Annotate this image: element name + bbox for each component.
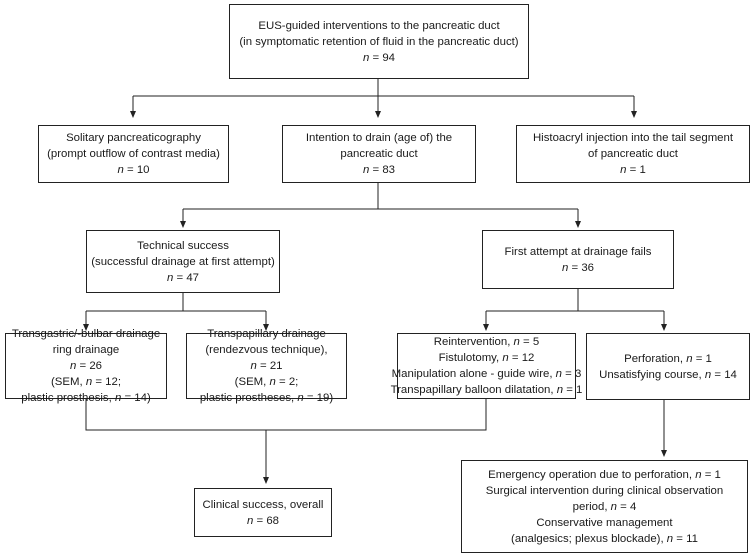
box-solitary: Solitary pancreaticography (prompt outfl… <box>38 125 229 183</box>
emergency-line-3: period, n = 4 <box>572 500 637 513</box>
reintervention-line-1: Reintervention, n = 5 <box>433 336 540 348</box>
box-reintervention: Reintervention, n = 5 Fistulotomy, n = 1… <box>391 333 582 399</box>
reintervention-line-4: Transpapillary balloon dilatation, n = 1 <box>390 384 583 396</box>
transpapillary-line-1: Transpapillary drainage <box>207 328 326 340</box>
emergency-line-1: Emergency operation due to perforation, … <box>488 468 721 481</box>
box-intention: Intention to drain (age of) the pancreat… <box>282 125 476 183</box>
intention-line-1: Intention to drain (age of) the <box>305 132 453 144</box>
solitary-line-2: (prompt outflow of contrast media) <box>47 148 220 160</box>
intention-count: n = 83 <box>363 164 395 176</box>
technical-line-1: Technical success <box>137 239 229 252</box>
clinical-count: n = 68 <box>247 514 279 527</box>
emergency-line-5: (analgesics; plexus blockade), n = 11 <box>511 532 698 545</box>
box-histoacryl: Histoacryl injection into the tail segme… <box>516 125 750 183</box>
root-count: n = 94 <box>363 51 395 64</box>
transgastric-plastic: plastic prosthesis, n = 14) <box>21 392 151 404</box>
solitary-line-1: Solitary pancreaticography <box>66 132 201 144</box>
transgastric-line-2: ring drainage <box>52 344 120 356</box>
connector-merge <box>85 399 487 431</box>
transgastric-count: n = 26 <box>70 360 102 372</box>
histoacryl-line-2: of pancreatic duct <box>588 148 678 160</box>
histoacryl-line-1: Histoacryl injection into the tail segme… <box>532 132 734 144</box>
box-root: EUS-guided interventions to the pancreat… <box>229 4 529 79</box>
technical-line-2: (successful drainage at first attempt) <box>91 255 275 268</box>
perforation-line-1: Perforation, n = 1 <box>624 352 712 365</box>
box-clinical-success: Clinical success, overall n = 68 <box>194 488 332 537</box>
box-emergency: Emergency operation due to perforation, … <box>461 460 748 553</box>
reintervention-line-2: Fistulotomy, n = 12 <box>438 352 535 364</box>
transgastric-sem: (SEM, n = 12; <box>51 376 121 388</box>
perforation-line-2: Unsatisfying course, n = 14 <box>599 368 737 381</box>
technical-count: n = 47 <box>167 271 199 284</box>
emergency-line-4: Conservative management <box>536 516 673 529</box>
transpapillary-count: n = 21 <box>250 360 283 372</box>
histoacryl-count: n = 1 <box>620 164 646 176</box>
box-first-attempt-fails: First attempt at drainage fails n = 36 <box>482 230 674 289</box>
transpapillary-line-2: (rendezvous technique), <box>205 344 328 356</box>
first-fail-count: n = 36 <box>562 261 594 274</box>
transpapillary-sem: (SEM, n = 2; <box>234 376 299 388</box>
emergency-line-2: Surgical intervention during clinical ob… <box>485 484 724 497</box>
box-technical-success: Technical success (successful drainage a… <box>86 230 280 293</box>
root-line-1: EUS-guided interventions to the pancreat… <box>258 19 500 32</box>
box-perforation: Perforation, n = 1 Unsatisfying course, … <box>586 333 750 400</box>
intention-line-2: pancreatic duct <box>340 148 418 160</box>
box-transpapillary: Transpapillary drainage (rendezvous tech… <box>186 328 347 404</box>
root-line-2: (in symptomatic retention of fluid in th… <box>239 35 519 48</box>
first-fail-line-1: First attempt at drainage fails <box>504 245 652 258</box>
reintervention-line-3: Manipulation alone - guide wire, n = 3 <box>391 368 582 380</box>
transpapillary-plastic: plastic prostheses, n = 19) <box>199 392 334 404</box>
clinical-line-1: Clinical success, overall <box>202 498 324 511</box>
transgastric-line-1: Transgastric/-bulbar drainage <box>11 328 161 340</box>
box-transgastric: Transgastric/-bulbar drainage ring drain… <box>5 328 167 404</box>
solitary-count: n = 10 <box>117 164 150 176</box>
